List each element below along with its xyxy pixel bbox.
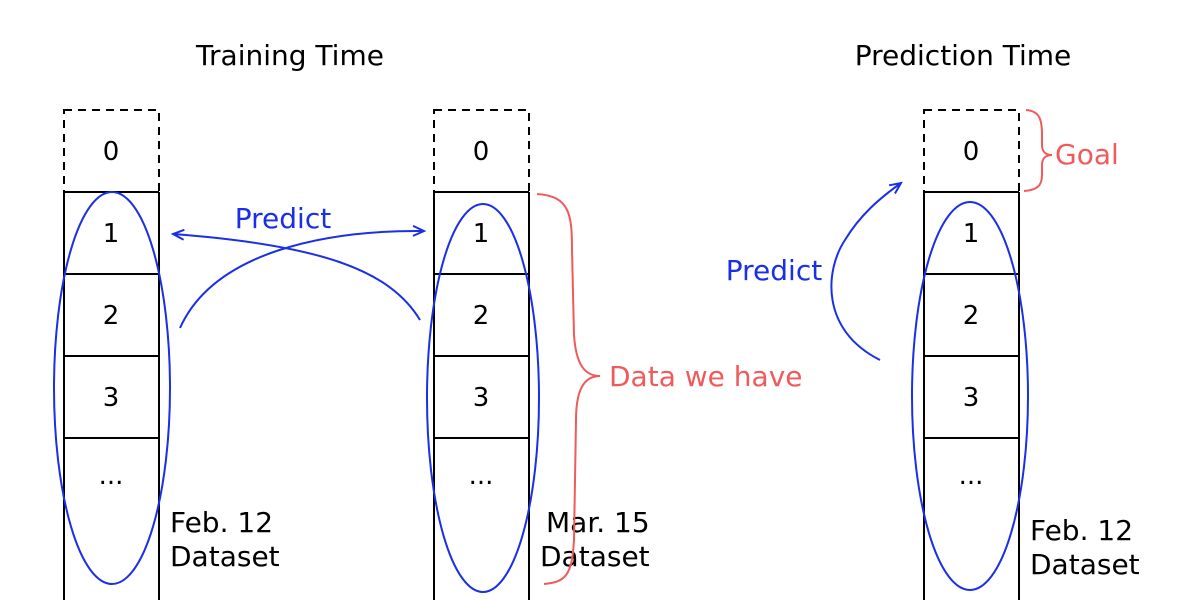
cell-label: ...	[469, 461, 494, 491]
dataset-caption: Mar. 15	[546, 506, 650, 539]
column-training-feb12: 0 1 2 3 ... Feb. 12 Dataset	[53, 109, 280, 600]
cell-label: ...	[99, 461, 124, 491]
cell-label: ...	[959, 461, 984, 491]
cell-label: 0	[963, 137, 980, 167]
goal-label: Goal	[1055, 138, 1119, 171]
column-prediction-feb12: 0 1 2 3 ... Feb. 12 Dataset	[911, 109, 1140, 600]
predict-label-prediction: Predict	[726, 254, 822, 287]
cell-label: 1	[963, 219, 980, 249]
selection-ellipse	[426, 203, 540, 593]
dataset-caption: Dataset	[540, 540, 650, 573]
cell-label: 1	[103, 219, 120, 249]
selection-ellipse	[911, 201, 1029, 591]
dataset-caption: Dataset	[170, 540, 280, 573]
prediction-time-title: Prediction Time	[855, 39, 1072, 72]
cell-label: 3	[103, 383, 120, 413]
selection-ellipse	[53, 191, 171, 585]
predict-arrow-left	[173, 234, 421, 321]
training-time-title: Training Time	[195, 39, 384, 72]
dataset-caption: Feb. 12	[170, 506, 273, 539]
cell-label: 0	[103, 137, 120, 167]
predict-arrow-prediction	[830, 183, 901, 361]
cell-label: 3	[473, 383, 490, 413]
data-we-have-label: Data we have	[609, 360, 802, 393]
cell-label: 2	[963, 301, 980, 331]
dataset-caption: Dataset	[1030, 548, 1140, 581]
dataset-caption: Feb. 12	[1030, 514, 1133, 547]
cell-label: 0	[473, 137, 490, 167]
predict-arrow-right	[179, 231, 424, 329]
goal-brace	[1023, 109, 1053, 192]
column-training-mar15: 0 1 2 3 ... Mar. 15 Dataset	[426, 109, 650, 600]
data-we-have-brace	[536, 193, 601, 585]
cell-label: 1	[473, 219, 490, 249]
cell-label: 3	[963, 383, 980, 413]
cell-label: 2	[103, 301, 120, 331]
cell-label: 2	[473, 301, 490, 331]
predict-label-training: Predict	[235, 202, 331, 235]
